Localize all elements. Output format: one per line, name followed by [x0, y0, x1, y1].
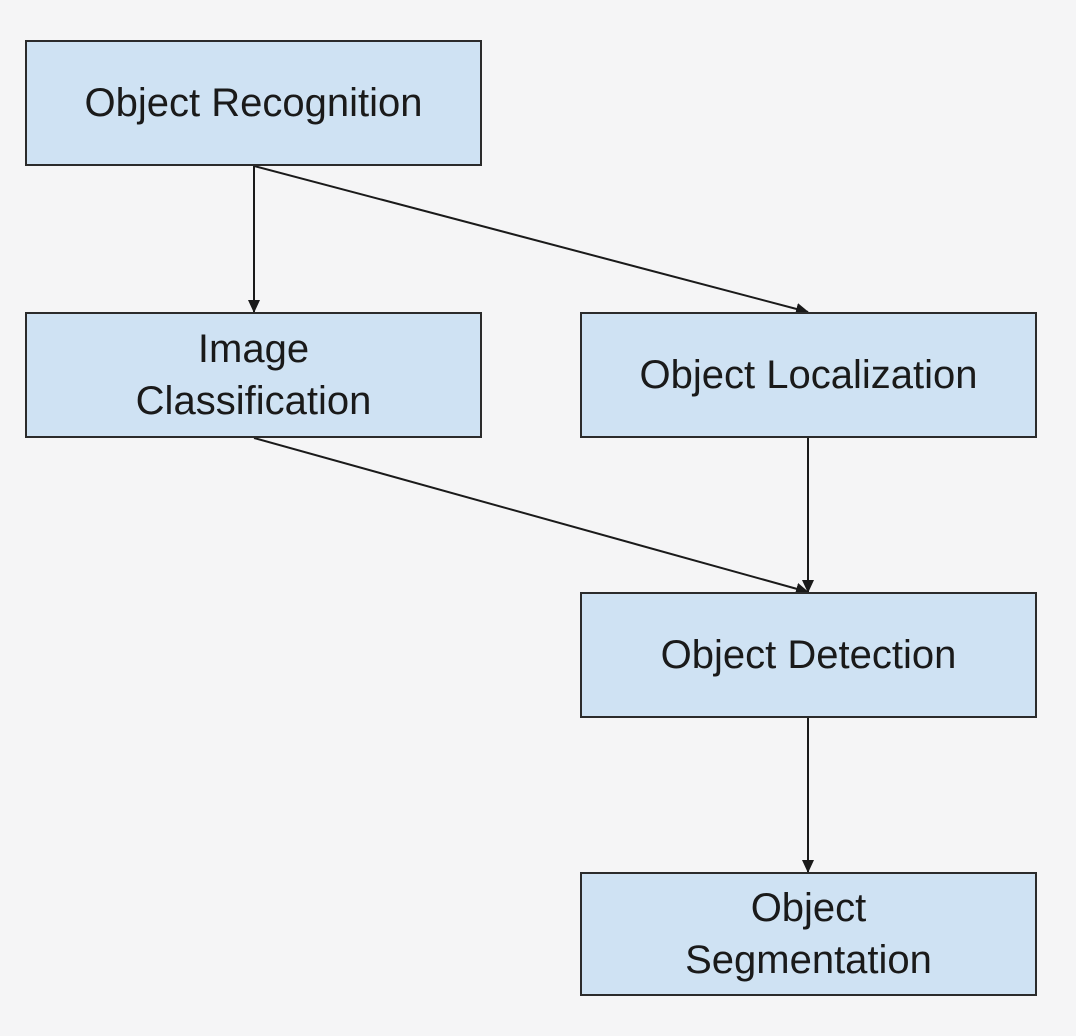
node-object-segmentation: Object Segmentation	[580, 872, 1037, 996]
node-object-recognition: Object Recognition	[25, 40, 482, 166]
arrow-classification-to-detection	[253, 437, 809, 595]
arrow-recognition-to-localization	[253, 165, 809, 315]
node-image-classification: Image Classification	[25, 312, 482, 438]
node-object-localization: Object Localization	[580, 312, 1037, 438]
node-object-detection: Object Detection	[580, 592, 1037, 718]
